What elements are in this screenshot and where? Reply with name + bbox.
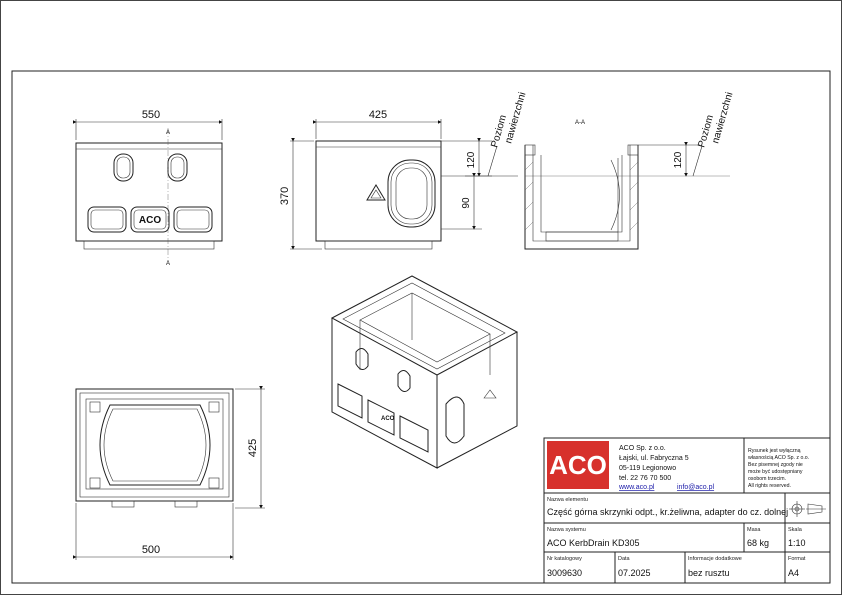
mass-label: Masa: [747, 527, 761, 533]
mass-value: 68 kg: [747, 538, 769, 548]
side-view: [290, 119, 518, 250]
format-value: A4: [788, 568, 799, 578]
catalog-no-label: Nr katalogowy: [547, 556, 582, 562]
front-section-mark-top: A: [166, 130, 170, 136]
element-name-label: Nazwa elementu: [547, 497, 588, 503]
date-value: 07.2025: [618, 568, 651, 578]
catalog-no: 3009630: [547, 568, 582, 578]
section-title: A-A: [575, 120, 585, 126]
rights-line: własnością ACO Sp. z o.o.: [748, 455, 809, 461]
rights-line: osobom trzecim.: [748, 476, 786, 482]
system-name-label: Nazwa systemu: [547, 527, 586, 533]
company-website-link[interactable]: www.aco.pl: [618, 484, 655, 491]
front-section-mark-bottom: A: [166, 261, 170, 267]
extra-info-label: Informacje dodatkowe: [688, 556, 742, 562]
iso-logo-text: ACO: [381, 416, 395, 422]
side-width-dim: 425: [369, 109, 387, 121]
plan-depth-dim: 425: [247, 439, 259, 457]
plan-view: [73, 386, 265, 560]
company-phone: tel. 22 76 70 500: [619, 475, 671, 482]
rights-line: może być udostępniany: [748, 469, 803, 475]
rights-line: Bez pisemnej zgody nie: [748, 462, 803, 468]
company-address-1: Łajski, ul. Fabryczna 5: [619, 455, 689, 462]
format-label: Format: [788, 556, 806, 562]
scale-value: 1:10: [788, 538, 806, 548]
aco-logo: [547, 441, 609, 489]
extra-info: bez rusztu: [688, 568, 730, 578]
drawing-frame: [11, 70, 831, 584]
company-email-link[interactable]: info@aco.pl: [677, 484, 715, 491]
rights-line: All rights reserved.: [748, 483, 791, 489]
front-logo-text: ACO: [139, 215, 161, 226]
side-top-dim: 120: [466, 151, 477, 168]
element-name: Część górna skrzynki odpt., kr.żeliwna, …: [547, 507, 788, 517]
front-view: [73, 119, 223, 262]
rights-line: Rysunek jest wyłączną: [748, 448, 801, 454]
section-top-dim: 120: [673, 151, 684, 168]
plan-width-dim: 500: [142, 544, 160, 556]
side-height-dim: 370: [279, 187, 291, 205]
company-name: ACO Sp. z o.o.: [619, 445, 666, 452]
logo-text: ACO: [549, 450, 607, 480]
company-address-2: 05-119 Legionowo: [619, 465, 676, 472]
section-view: [524, 142, 730, 250]
title-block: [543, 437, 831, 584]
system-name: ACO KerbDrain KD305: [547, 538, 640, 548]
isometric-view: [330, 275, 519, 469]
side-mid-dim: 90: [461, 197, 472, 209]
scale-label: Skala: [788, 527, 803, 533]
date-label: Data: [618, 556, 631, 562]
front-width-dim: 550: [142, 109, 160, 121]
